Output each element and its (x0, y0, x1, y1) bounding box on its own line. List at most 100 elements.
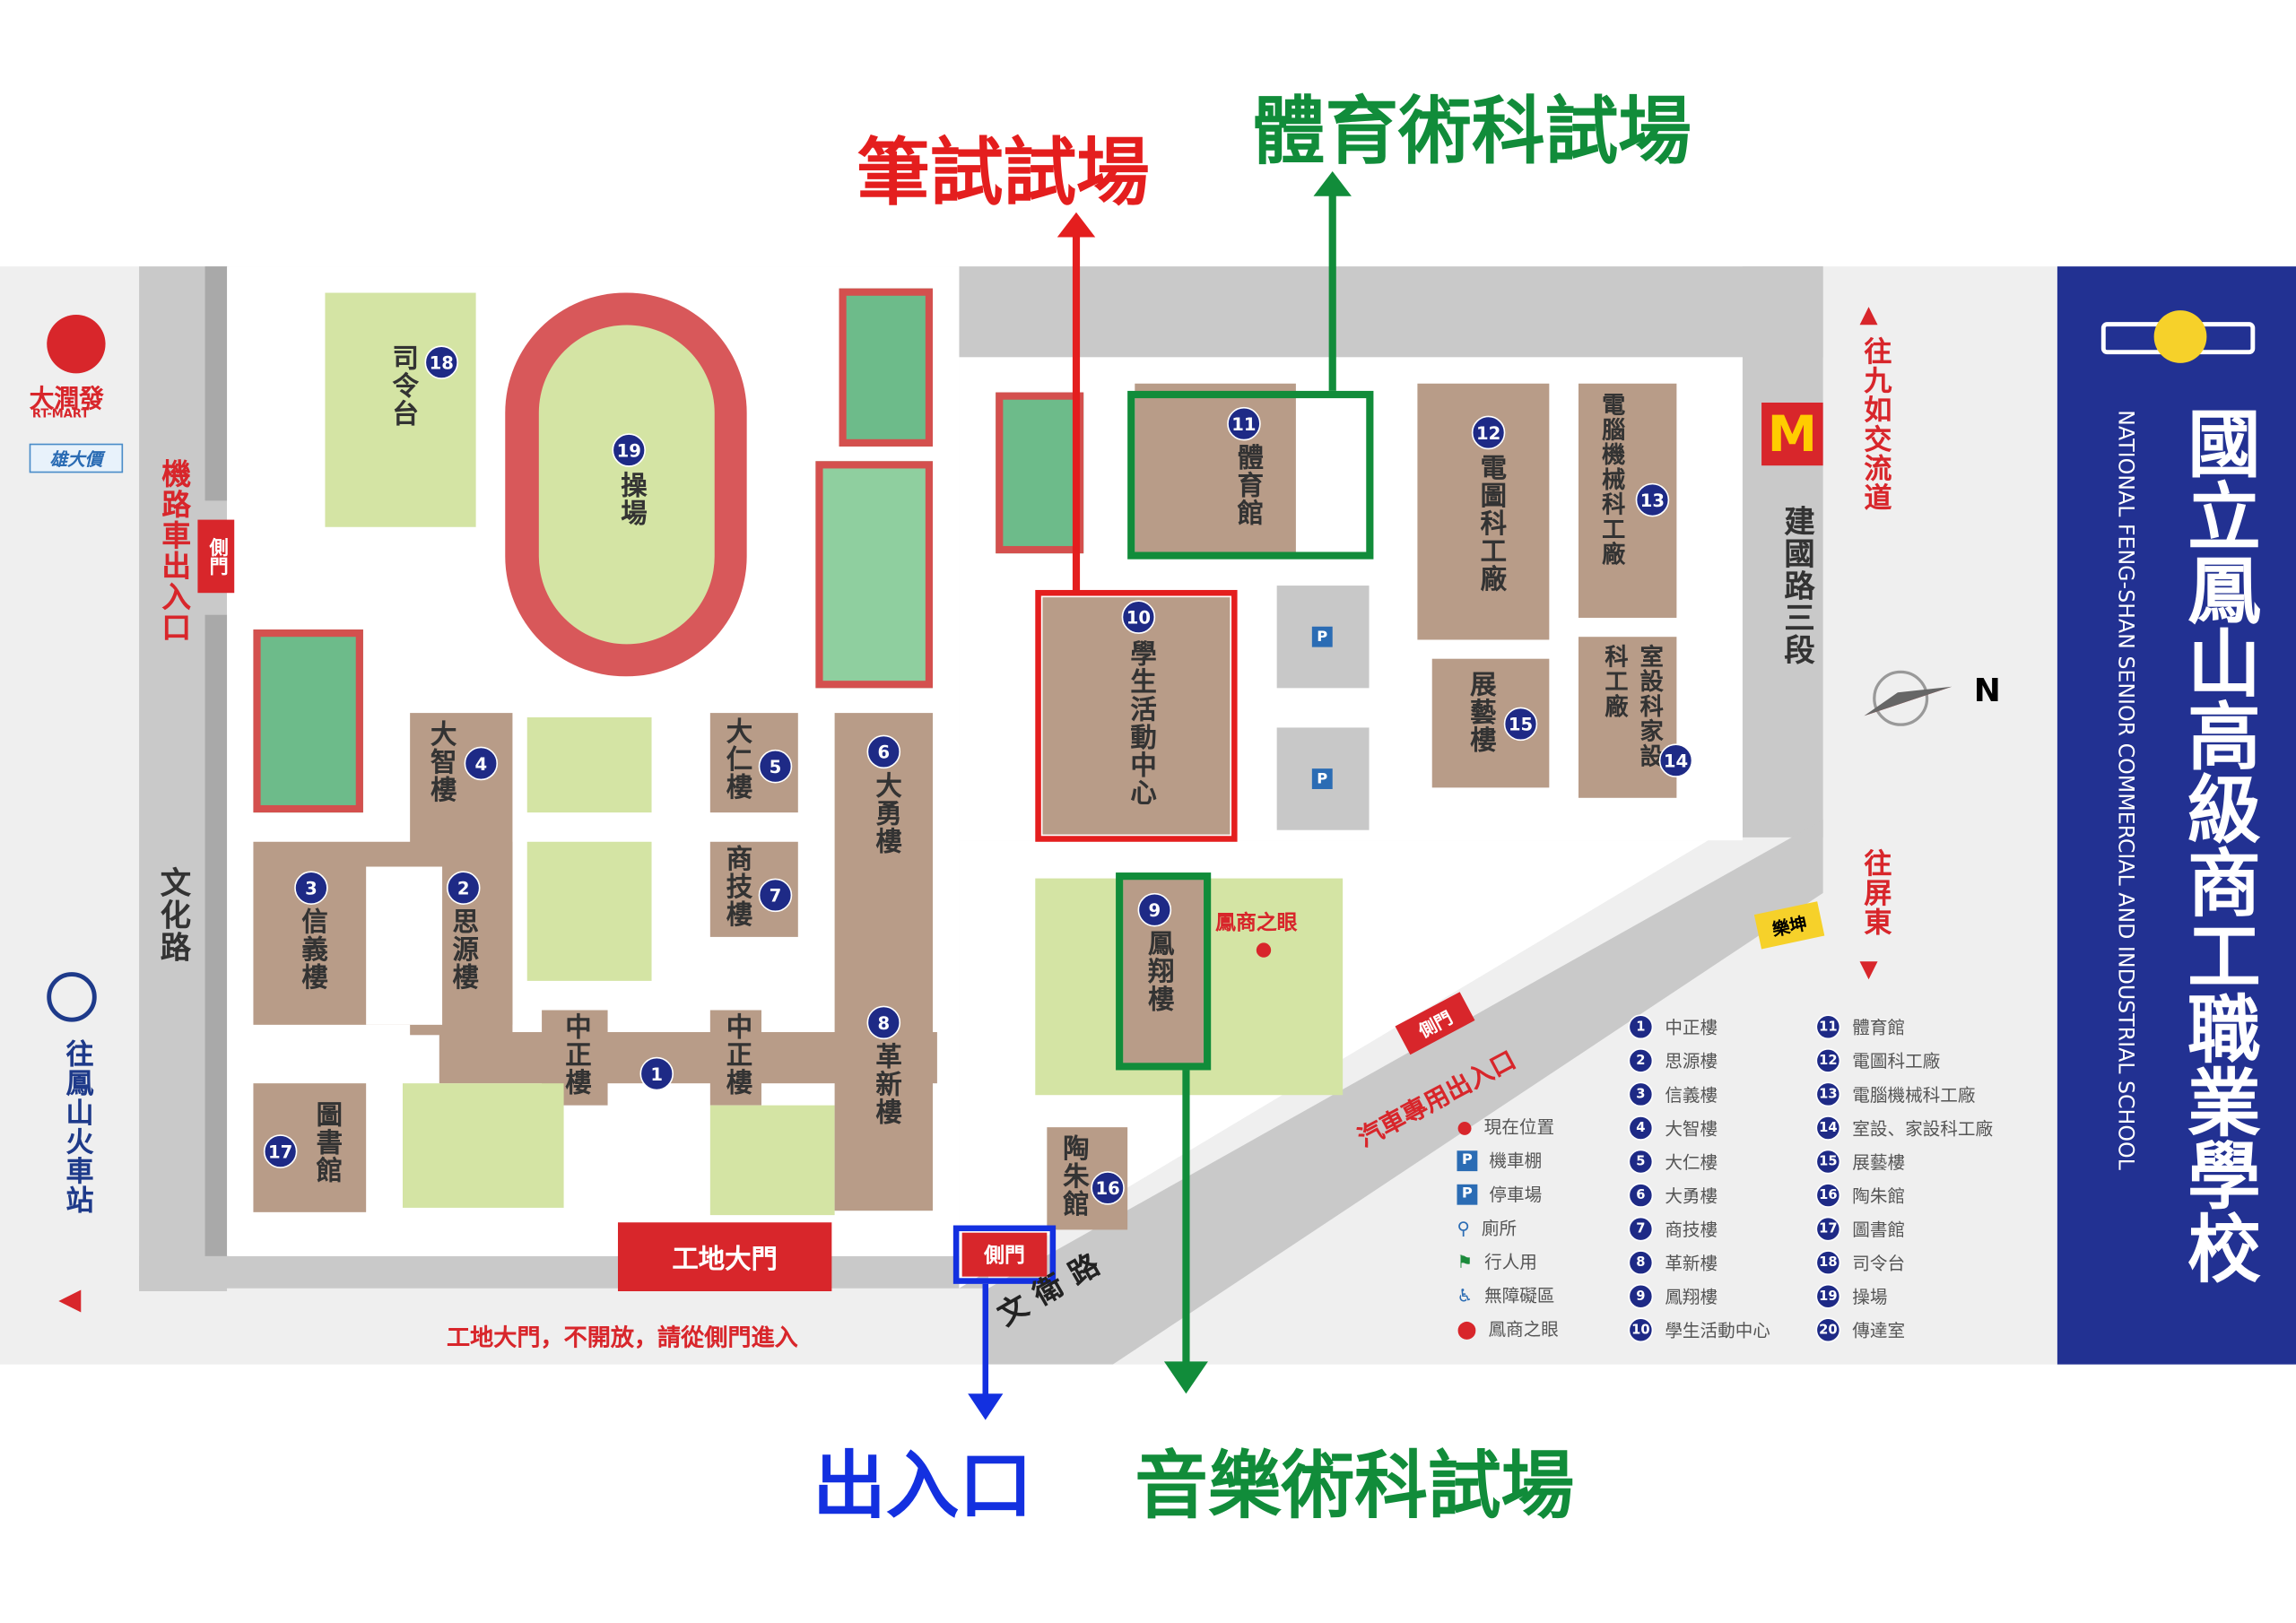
building-11-number: 11 (1227, 406, 1261, 441)
building-18-label: 司令台 (387, 343, 419, 428)
building-11 (1135, 383, 1296, 554)
arrow-down-icon: ▼ (1859, 954, 1878, 983)
building-10-label: 學生活動中心 (1126, 639, 1157, 807)
building-13-label: 電腦機械科工廠 (1597, 392, 1626, 567)
parking-icon: P (1311, 768, 1333, 789)
legend-label: 大仁樓 (1665, 1151, 1718, 1173)
legend-label: 大智樓 (1665, 1118, 1718, 1140)
legend-number: 10 (1628, 1317, 1654, 1343)
building-3-number: 3 (294, 871, 328, 905)
parking-icon: P (1457, 1183, 1478, 1204)
legend-label: 商技樓 (1665, 1219, 1718, 1240)
north-road (959, 266, 1823, 358)
arrow-head-icon (1313, 171, 1352, 196)
pingtung-direction-label: 往屏東 (1859, 848, 1892, 937)
legend-number: 20 (1815, 1317, 1841, 1343)
legend-label: 行人用 (1484, 1251, 1537, 1272)
building-3-label: 信義樓 (297, 907, 328, 992)
building-14-number: 14 (1658, 743, 1693, 777)
legend-label: 陶朱館 (1852, 1185, 1906, 1207)
written-exam-highlight (1035, 589, 1238, 842)
building-6-label: 大勇樓 (871, 771, 902, 855)
legend-label: 革新樓 (1665, 1253, 1718, 1274)
legend-number: 4 (1628, 1115, 1654, 1141)
legend-label: 電圖科工廠 (1852, 1051, 1941, 1072)
building-15-number: 15 (1503, 707, 1538, 742)
wenwei-road (988, 820, 1823, 1365)
legend-label: 室設、家設科工廠 (1852, 1118, 1994, 1140)
legend-item: ⚲廁所 (1457, 1211, 1558, 1245)
legend-number: 16 (1815, 1183, 1841, 1208)
building-16-label: 陶朱館 (1058, 1134, 1090, 1219)
south-road (139, 1255, 989, 1289)
building-2-number: 2 (446, 871, 481, 905)
compass-north-label: N (1973, 673, 2001, 710)
legend-item: ♿無障礙區 (1457, 1278, 1558, 1312)
legend-label: 大勇樓 (1665, 1185, 1718, 1207)
accessible-icon: ♿ (1457, 1284, 1474, 1306)
legend-number: 18 (1815, 1250, 1841, 1276)
xiong-store-sign: 雄大價 (29, 443, 124, 473)
building-1-label: 中正樓 (561, 1012, 592, 1097)
rtmart-logo-icon (47, 315, 106, 374)
arrow-up-icon: ▲ (1859, 299, 1878, 328)
legend-label: 鳳商之眼 (1488, 1319, 1559, 1340)
lawn (526, 716, 652, 813)
legend-label: 司令台 (1852, 1253, 1906, 1274)
building-4-number: 4 (464, 746, 499, 781)
building-12-label: 電圖科工廠 (1475, 454, 1507, 594)
rtmart-name: 大潤發 (29, 385, 104, 415)
mcdonalds-logo: M (1761, 402, 1823, 466)
legend-item: ● 現在位置 (1457, 1110, 1558, 1144)
courtyard (366, 866, 443, 1025)
building-11-label: 體育館 (1232, 443, 1264, 527)
side-gate-south: 側門 (961, 1232, 1048, 1277)
legend-number: 2 (1628, 1047, 1654, 1073)
legend-label: 電腦機械科工廠 (1852, 1084, 1976, 1106)
school-name-zh: 國立鳳山高級商工職業學校 (2176, 405, 2261, 1284)
entrance-label: 出入口 (813, 1443, 1033, 1529)
lawn (526, 841, 652, 981)
legend-item: 18 司令台 (1815, 1245, 1993, 1280)
legend-number: 14 (1815, 1115, 1841, 1141)
arrow-head-icon (1057, 212, 1096, 238)
pe-exam-highlight (1127, 390, 1374, 560)
music-exam-label: 音樂術科試場 (1135, 1443, 1575, 1529)
parking-lot: P (1276, 586, 1370, 689)
building-7-label: 商技樓 (721, 845, 753, 929)
building-1-label-east: 中正樓 (721, 1012, 753, 1097)
compass-icon (1864, 670, 1952, 726)
building-17-number: 17 (263, 1134, 298, 1168)
legend-label: 機車棚 (1489, 1150, 1543, 1172)
arrow-head-icon (1163, 1361, 1208, 1394)
wenhua-road-label: 文化路 (156, 866, 192, 964)
pe-exam-label: 體育術科試場 (1251, 89, 1692, 175)
location-pin-icon: ● (1457, 1115, 1473, 1137)
building-17-label: 圖書館 (311, 1100, 344, 1185)
legend-number: 3 (1628, 1081, 1654, 1107)
train-icon (47, 972, 97, 1022)
legend-number: 11 (1815, 1014, 1841, 1040)
music-exam-highlight (1116, 872, 1212, 1071)
building-9-number: 9 (1137, 892, 1172, 927)
parking-icon: P (1311, 626, 1333, 647)
building-9-label: 鳳翔樓 (1144, 929, 1175, 1013)
legend-label: 現在位置 (1483, 1116, 1555, 1138)
motorcycle-entrance-label: 機路車出入口 (156, 458, 192, 643)
legend-label: 圖書館 (1852, 1219, 1906, 1240)
jianguo-road-label: 建國路三段 (1780, 505, 1816, 666)
legend-label: 停車場 (1489, 1184, 1543, 1205)
train-station-label: 往鳳山火車站 (61, 1039, 94, 1216)
building-8-label: 革新樓 (871, 1042, 902, 1126)
building-12-number: 12 (1471, 415, 1506, 450)
building-4-label: 大智樓 (426, 720, 457, 804)
building-1-number: 1 (639, 1056, 674, 1091)
